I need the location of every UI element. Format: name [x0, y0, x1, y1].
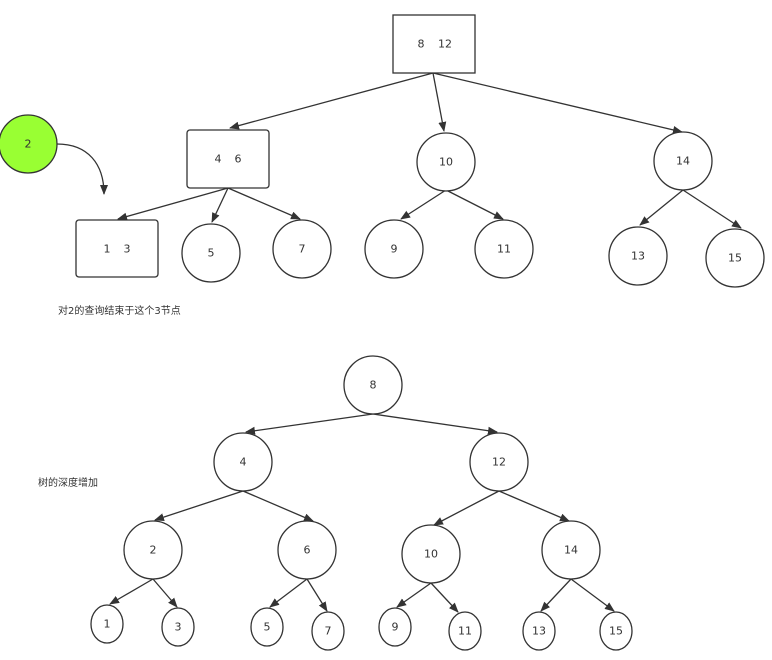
- label-14: 14: [676, 155, 690, 168]
- b-node-3: [161, 607, 195, 647]
- edge-root-to-10: [432, 72, 447, 132]
- b-node-10: [401, 524, 461, 584]
- b-label-15: 15: [609, 625, 623, 638]
- label-13: 13: [631, 250, 645, 263]
- b-label-1: 1: [104, 618, 111, 631]
- b-label-13: 13: [532, 625, 546, 638]
- b-label-2: 2: [150, 544, 157, 557]
- b-node-6: [277, 520, 337, 580]
- edge-8-to-4: [245, 413, 374, 435]
- b-label-6: 6: [304, 544, 311, 557]
- edge-10-to-9: [400, 189, 447, 220]
- node-7: [272, 219, 332, 279]
- insert-key-node: [0, 114, 58, 174]
- node-4-6: [186, 129, 270, 189]
- label-11: 11: [497, 243, 511, 256]
- b-node-12: [469, 432, 529, 492]
- edge-12-to-14: [498, 490, 570, 522]
- root-key-b: 12: [438, 38, 452, 51]
- edge-14-to-13b: [540, 578, 572, 612]
- b-node-13: [522, 611, 556, 651]
- edge-2-to-3: [152, 578, 178, 608]
- label-7: 7: [299, 243, 306, 256]
- edge-6-to-7: [306, 578, 328, 612]
- node-14: [653, 131, 713, 191]
- node-5: [181, 223, 241, 283]
- edge-10-to-11: [445, 189, 504, 220]
- node-root-8-12: [392, 14, 476, 74]
- leaf-key-b: 3: [124, 243, 131, 256]
- b-node-7: [311, 611, 345, 651]
- b-label-14: 14: [564, 544, 578, 557]
- caption-bottom: 树的深度增加: [38, 476, 98, 489]
- label-5: 5: [208, 247, 215, 260]
- b-label-9: 9: [392, 621, 399, 634]
- b-node-5: [250, 607, 284, 647]
- label-10: 10: [439, 156, 453, 169]
- node-15: [705, 228, 765, 288]
- top-tree-edges: [56, 72, 742, 229]
- edge-root-to-left: [229, 72, 434, 130]
- edge-10-to-11b: [430, 582, 459, 613]
- leaf-key-a: 1: [104, 243, 111, 256]
- b-label-3: 3: [175, 621, 182, 634]
- label-9: 9: [391, 243, 398, 256]
- edge-6-to-5: [269, 578, 308, 608]
- edge-14-to-15b: [570, 578, 615, 612]
- edge-14-to-13: [639, 189, 684, 226]
- bottom-tree-labels: 8 4 12 2 6 10 14 1 3 5 7 9 11 13 15: [104, 379, 624, 638]
- b-label-12: 12: [492, 456, 506, 469]
- insert-arrow: [56, 143, 108, 195]
- bottom-tree-nodes: [90, 355, 633, 651]
- edge-left-to-13node: [117, 187, 229, 221]
- b-label-7: 7: [325, 625, 332, 638]
- b-node-4: [213, 432, 273, 492]
- edge-14-to-15: [682, 189, 742, 229]
- node-9: [364, 219, 424, 279]
- b-node-14: [541, 520, 601, 580]
- node-1-3: [75, 219, 159, 278]
- node-10: [416, 132, 476, 192]
- bottom-tree-edges: [109, 413, 615, 613]
- b-node-15: [599, 611, 633, 651]
- top-tree-nodes: [0, 14, 765, 288]
- b-label-5: 5: [264, 621, 271, 634]
- b-label-10: 10: [424, 548, 438, 561]
- insert-key-label: 2: [25, 138, 32, 151]
- b-label-4: 4: [240, 456, 247, 469]
- b-node-11: [448, 611, 482, 651]
- edge-left-to-5: [211, 187, 229, 223]
- b-node-1: [90, 604, 124, 644]
- b-node-8: [343, 355, 403, 415]
- label-15: 15: [728, 252, 742, 265]
- b-node-2: [123, 520, 183, 580]
- b-label-8: 8: [370, 379, 377, 392]
- edge-2-to-1: [109, 578, 154, 605]
- root-key-a: 8: [418, 38, 425, 51]
- edge-8-to-12: [372, 413, 498, 435]
- node-11: [474, 219, 534, 279]
- left-key-b: 6: [235, 153, 242, 166]
- left-key-a: 4: [215, 153, 222, 166]
- edge-10-to-9b: [396, 582, 432, 608]
- node-13: [608, 226, 668, 286]
- edge-left-to-7: [227, 187, 301, 220]
- b-label-11: 11: [458, 625, 472, 638]
- top-tree-labels: 8 12 4 6 1 3 5 7 10 9 11 14 13 15 2: [25, 38, 743, 265]
- edge-4-to-2: [154, 490, 244, 521]
- caption-top: 对2的查询结束于这个3节点: [58, 304, 181, 317]
- edge-4-to-6: [242, 490, 314, 522]
- edge-12-to-10: [433, 490, 500, 526]
- edge-root-to-14: [432, 72, 683, 134]
- b-node-9: [378, 607, 412, 647]
